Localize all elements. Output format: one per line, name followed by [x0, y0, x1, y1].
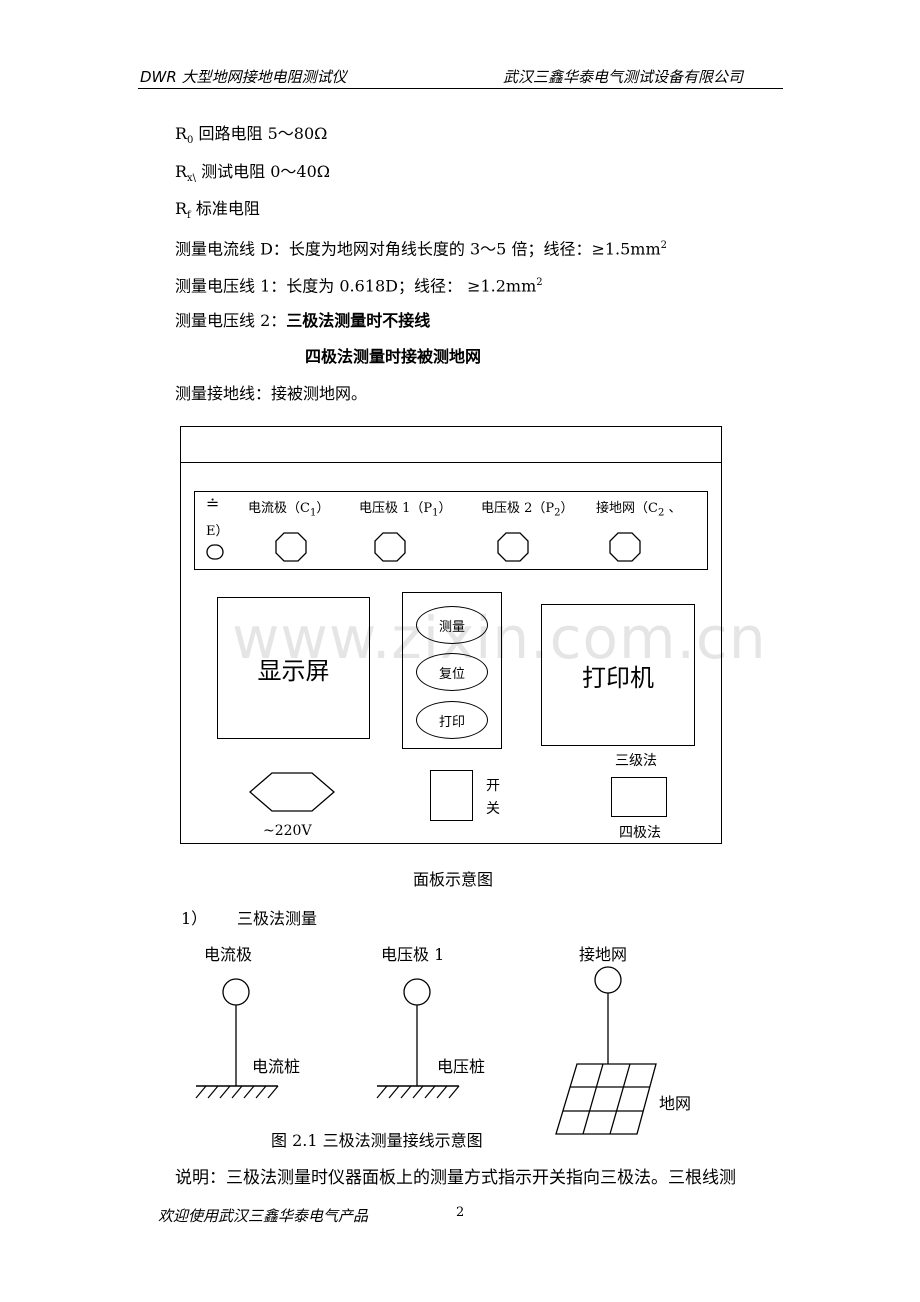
spec-current-line: 测量电流线 D：长度为地网对角线长度的 3～5 倍；线径：≥1.5mm2 [175, 236, 667, 259]
panel-top-divider [181, 462, 721, 463]
spec-rx-text: 测试电阻 0～40Ω [201, 162, 331, 181]
terminal-strip [194, 491, 708, 570]
spec-r0-text: 回路电阻 5～80Ω [198, 124, 328, 143]
power-switch[interactable] [430, 770, 473, 821]
display-screen: 显示屏 [217, 597, 370, 739]
power-label: ~220V [263, 823, 312, 839]
ground-grid-icon [555, 1063, 657, 1135]
terminal-label-ground: 接地网（C2 、 [596, 497, 681, 519]
current-ground-hatch-icon [195, 1085, 279, 1099]
terminal-label-ground-sub: 2 [657, 507, 665, 519]
terminal-label-ground-text: 接地网（C [596, 501, 658, 516]
section-number: 1） [181, 909, 208, 928]
printer: 打印机 [541, 604, 695, 746]
reset-button[interactable]: 复位 [416, 653, 488, 691]
terminal-label-voltage-1-sub: 1 [432, 507, 439, 519]
spec-rf-sub: f [187, 210, 191, 222]
spec-voltage-line-1-text: 测量电压线 1：长度为 0.618D；线径： ≥1.2mm [175, 276, 537, 296]
spec-voltage-line-2: 测量电压线 2：三极法测量时不接线 [175, 311, 430, 331]
terminal-ground-icon[interactable] [609, 532, 641, 562]
voltage-pole-head-icon [403, 978, 431, 1006]
ground-symbol-icon: ≐ [206, 494, 220, 513]
mode-switch[interactable] [611, 777, 667, 817]
power-socket-icon[interactable] [249, 772, 335, 812]
display-label: 显示屏 [257, 656, 330, 685]
spec-current-line-sup: 2 [660, 240, 668, 251]
terminal-label-voltage-2: 电压极 2（P2） [481, 501, 574, 519]
terminal-current-icon[interactable] [275, 532, 307, 562]
spec-voltage-line-1: 测量电压线 1：长度为 0.618D；线径： ≥1.2mm2 [175, 273, 543, 296]
spec-voltage-line-2-three-pole: 三极法测量时不接线 [286, 311, 431, 330]
terminal-label-voltage-1-text: 电压极 1（P [359, 501, 433, 516]
voltage-ground-hatch-icon [376, 1085, 460, 1099]
spec-rf-symbol: R [175, 199, 188, 218]
terminal-label-ground-tail: 、 [668, 501, 682, 516]
watermark: www.zixin.com.cn [232, 604, 767, 672]
spec-current-line-text: 测量电流线 D：长度为地网对角线长度的 3～5 倍；线径：≥1.5mm [175, 239, 661, 259]
header-right: 武汉三鑫华泰电气测试设备有限公司 [503, 68, 744, 86]
spec-rx-sub: x\ [187, 173, 197, 185]
header-rule [138, 88, 783, 89]
four-pole-label: 四极法 [619, 825, 661, 841]
spec-voltage-line-2-prefix: 测量电压线 2： [175, 311, 287, 330]
page-number: 2 [456, 1205, 465, 1220]
instrument-panel [180, 426, 722, 844]
spec-rx: Rx\ 测试电阻 0～40Ω [175, 162, 330, 189]
figure-current-stake-label: 电流桩 [252, 1057, 301, 1076]
panel-caption: 面板示意图 [413, 870, 494, 889]
header-left: DWR 大型地网接地电阻测试仪 [140, 68, 347, 86]
ground-terminal-icon[interactable] [206, 544, 224, 560]
spec-voltage-line-1-sup: 2 [536, 277, 543, 288]
figure-current-pole-label: 电流极 [204, 945, 253, 964]
print-button[interactable]: 打印 [416, 701, 488, 739]
terminal-label-ground-wrap: E） [206, 524, 229, 539]
terminal-label-current-sub: 1 [309, 507, 317, 519]
terminal-voltage-2-icon[interactable] [497, 532, 529, 562]
spec-r0-sub: 0 [187, 135, 194, 147]
footer-left: 欢迎使用武汉三鑫华泰电气产品 [158, 1207, 369, 1225]
figure-voltage-pole-label: 电压极 1 [381, 945, 445, 964]
spec-rx-symbol: R [175, 162, 188, 181]
terminal-label-current-text: 电流极（C [248, 501, 310, 516]
figure-caption: 图 2.1 三极法测量接线示意图 [271, 1131, 483, 1150]
terminal-label-current: 电流极（C1） [248, 501, 330, 519]
note-paragraph: 说明：三极法测量时仪器面板上的测量方式指示开关指向三极法。三根线测 [175, 1168, 736, 1188]
terminal-label-voltage-1: 电压极 1（P1） [359, 501, 452, 519]
switch-label-off: 关 [486, 801, 500, 817]
section-title: 三极法测量 [237, 909, 318, 928]
measure-button[interactable]: 测量 [416, 606, 488, 644]
three-pole-label: 三级法 [615, 753, 657, 769]
button-group [402, 592, 502, 749]
terminal-voltage-1-icon[interactable] [374, 532, 406, 562]
grid-pole-head-icon [594, 966, 622, 994]
current-pole-head-icon [222, 978, 250, 1006]
figure-grid-label: 地网 [659, 1094, 692, 1113]
figure-ground-grid-label: 接地网 [579, 945, 628, 964]
spec-r0: R0 回路电阻 5～80Ω [175, 124, 327, 151]
spec-rf: Rf 标准电阻 [175, 199, 260, 226]
spec-voltage-line-2-four-pole: 四极法测量时接被测地网 [305, 347, 482, 366]
spec-r0-symbol: R [175, 124, 188, 143]
spec-rf-text: 标准电阻 [195, 199, 260, 218]
spec-ground-line: 测量接地线：接被测地网。 [175, 384, 368, 403]
figure-voltage-stake-label: 电压桩 [437, 1057, 486, 1076]
switch-label-on: 开 [486, 778, 500, 794]
terminal-label-voltage-2-text: 电压极 2（P [481, 501, 555, 516]
terminal-label-voltage-2-sub: 2 [554, 507, 561, 519]
printer-label: 打印机 [582, 663, 654, 692]
